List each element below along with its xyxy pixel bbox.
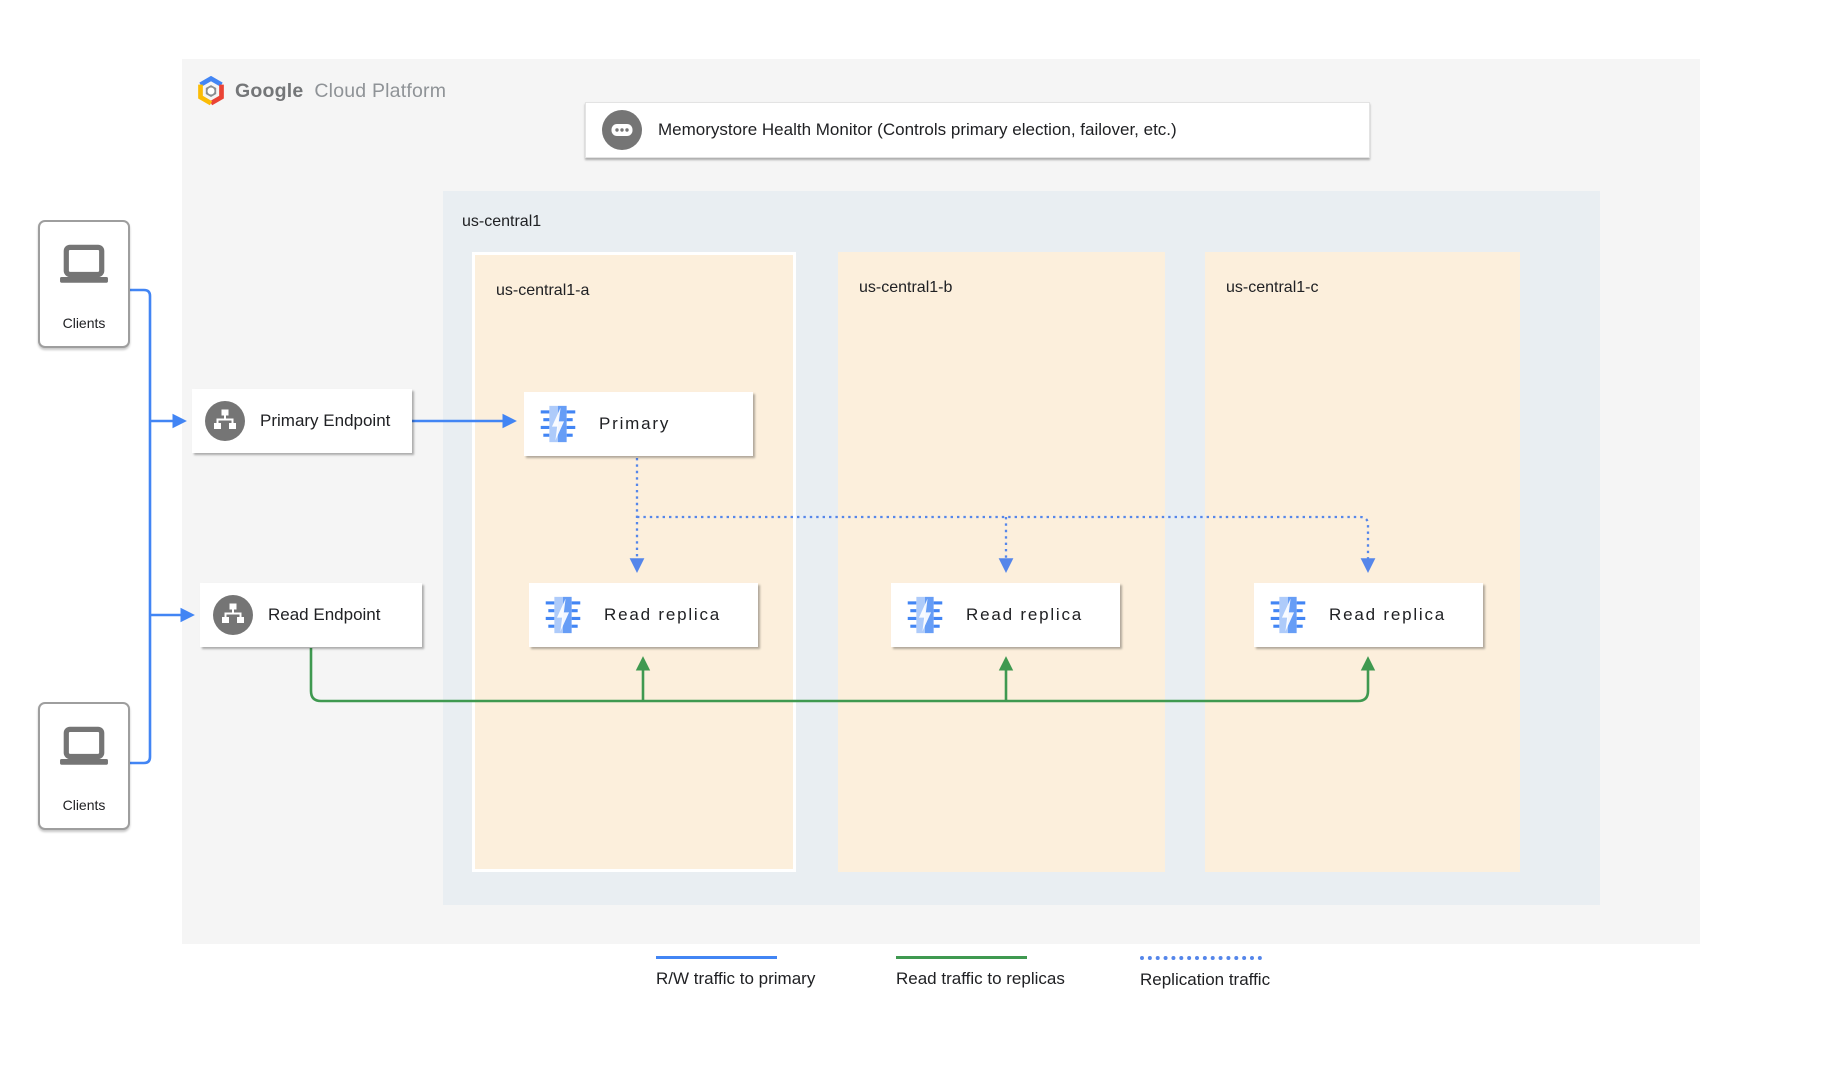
read-endpoint-box: Read Endpoint xyxy=(200,583,422,647)
zone-label-a: us-central1-a xyxy=(496,282,590,299)
node-replica-c-label: Read replica xyxy=(1329,605,1447,624)
primary-endpoint-box: Primary Endpoint xyxy=(192,389,412,453)
health-monitor-box: Memorystore Health Monitor (Controls pri… xyxy=(585,102,1370,158)
brand-google-text: Google xyxy=(235,79,304,102)
primary-endpoint-label: Primary Endpoint xyxy=(260,411,391,430)
read-endpoint-label: Read Endpoint xyxy=(268,605,381,624)
memorystore-icon xyxy=(907,596,943,634)
zone-label-b: us-central1-b xyxy=(859,279,953,296)
legend-item-read-traffic: Read traffic to replicas xyxy=(896,956,1065,989)
memorystore-icon xyxy=(540,405,576,443)
clients-label-bottom: Clients xyxy=(62,797,106,813)
zone-us-central1-c: us-central1-c xyxy=(1205,252,1520,872)
node-replica-a-label: Read replica xyxy=(604,605,722,624)
network-endpoint-icon xyxy=(213,595,253,635)
clients-box-top: Clients xyxy=(38,220,130,348)
node-read-replica-a: Read replica xyxy=(529,583,758,647)
zone-label-c: us-central1-c xyxy=(1226,279,1319,296)
memorystore-icon xyxy=(545,596,581,634)
legend-label-replication-traffic: Replication traffic xyxy=(1140,970,1271,989)
zone-us-central1-b: us-central1-b xyxy=(838,252,1165,872)
region-us-central1: us-central1 us-central1-a us-central1-b … xyxy=(443,191,1600,905)
clients-box-bottom: Clients xyxy=(38,702,130,830)
wire-clients-trunk xyxy=(130,288,152,765)
laptop-icon xyxy=(59,726,109,766)
brand-platform-text: Cloud Platform xyxy=(314,79,447,102)
memorystore-icon xyxy=(1270,596,1306,634)
legend-item-rw-traffic: R/W traffic to primary xyxy=(656,956,815,989)
legend-label-read-traffic: Read traffic to replicas xyxy=(896,969,1065,988)
region-label: us-central1 xyxy=(462,213,542,230)
legend-item-replication-traffic: Replication traffic xyxy=(1140,956,1270,990)
node-read-replica-c: Read replica xyxy=(1254,583,1483,647)
zone-us-central1-a: us-central1-a xyxy=(472,252,796,872)
gcp-logo-icon xyxy=(196,76,226,106)
node-primary: Primary xyxy=(524,392,753,456)
node-replica-b-label: Read replica xyxy=(966,605,1084,624)
legend-line-solid-green xyxy=(896,956,1027,959)
legend-line-solid-blue xyxy=(656,956,777,959)
clients-label-top: Clients xyxy=(62,315,106,331)
node-primary-label: Primary xyxy=(599,414,671,433)
gcp-brand: Google Cloud Platform xyxy=(196,76,446,106)
legend-line-dotted-blue xyxy=(1140,956,1262,960)
health-monitor-label: Memorystore Health Monitor (Controls pri… xyxy=(658,120,1177,139)
laptop-icon xyxy=(59,244,109,284)
legend-label-rw-traffic: R/W traffic to primary xyxy=(656,969,816,988)
service-dots-icon xyxy=(602,110,642,150)
network-endpoint-icon xyxy=(205,401,245,441)
node-read-replica-b: Read replica xyxy=(891,583,1120,647)
